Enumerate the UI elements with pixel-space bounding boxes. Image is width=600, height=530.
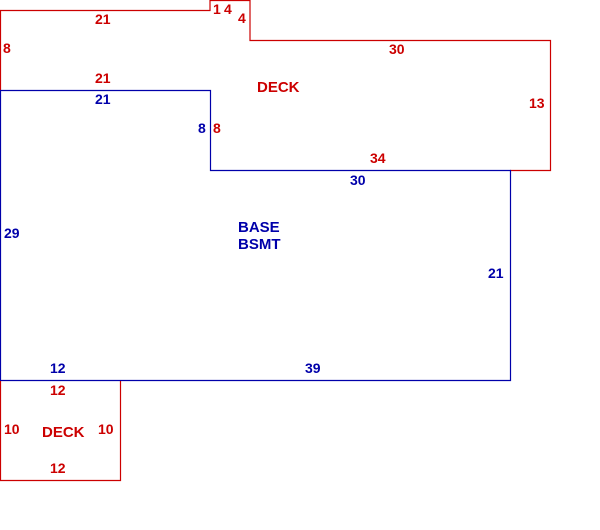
upper-deck-dim-left: 8 bbox=[3, 40, 11, 56]
lower-deck-dim-left: 10 bbox=[4, 421, 20, 437]
upper-deck-dim-top-right: 30 bbox=[389, 41, 405, 57]
base-dim-top-right: 30 bbox=[350, 172, 366, 188]
lower-deck-outline bbox=[0, 381, 122, 482]
upper-deck-dim-right: 13 bbox=[529, 95, 545, 111]
upper-deck-dim-bottom-left: 21 bbox=[95, 70, 111, 86]
lower-deck-dim-top: 12 bbox=[50, 382, 66, 398]
upper-deck-dim-step-4: 4 bbox=[224, 1, 232, 17]
base-dim-right: 21 bbox=[488, 265, 504, 281]
upper-deck-area-label: DECK bbox=[257, 79, 300, 96]
base-dim-bottom-right: 39 bbox=[305, 360, 321, 376]
upper-deck-dim-right-step: 4 bbox=[238, 10, 246, 26]
upper-deck-dim-step-1: 1 bbox=[213, 1, 221, 17]
upper-deck-outline bbox=[0, 0, 552, 172]
upper-deck-dim-inner-step: 8 bbox=[213, 120, 221, 136]
lower-deck-dim-bottom: 12 bbox=[50, 460, 66, 476]
lower-deck-dim-right: 10 bbox=[98, 421, 114, 437]
upper-deck-dim-bottom-right: 34 bbox=[370, 150, 386, 166]
base-area-label-line-1: BASE bbox=[238, 219, 280, 236]
base-dim-inner-step: 8 bbox=[198, 120, 206, 136]
base-outline bbox=[0, 89, 512, 382]
lower-deck-area-label: DECK bbox=[42, 424, 85, 441]
base-area-label-line-2: BSMT bbox=[238, 236, 281, 253]
base-dim-left: 29 bbox=[4, 225, 20, 241]
base-dim-top-left: 21 bbox=[95, 91, 111, 107]
upper-deck-dim-top-left: 21 bbox=[95, 11, 111, 27]
base-dim-bottom-left: 12 bbox=[50, 360, 66, 376]
